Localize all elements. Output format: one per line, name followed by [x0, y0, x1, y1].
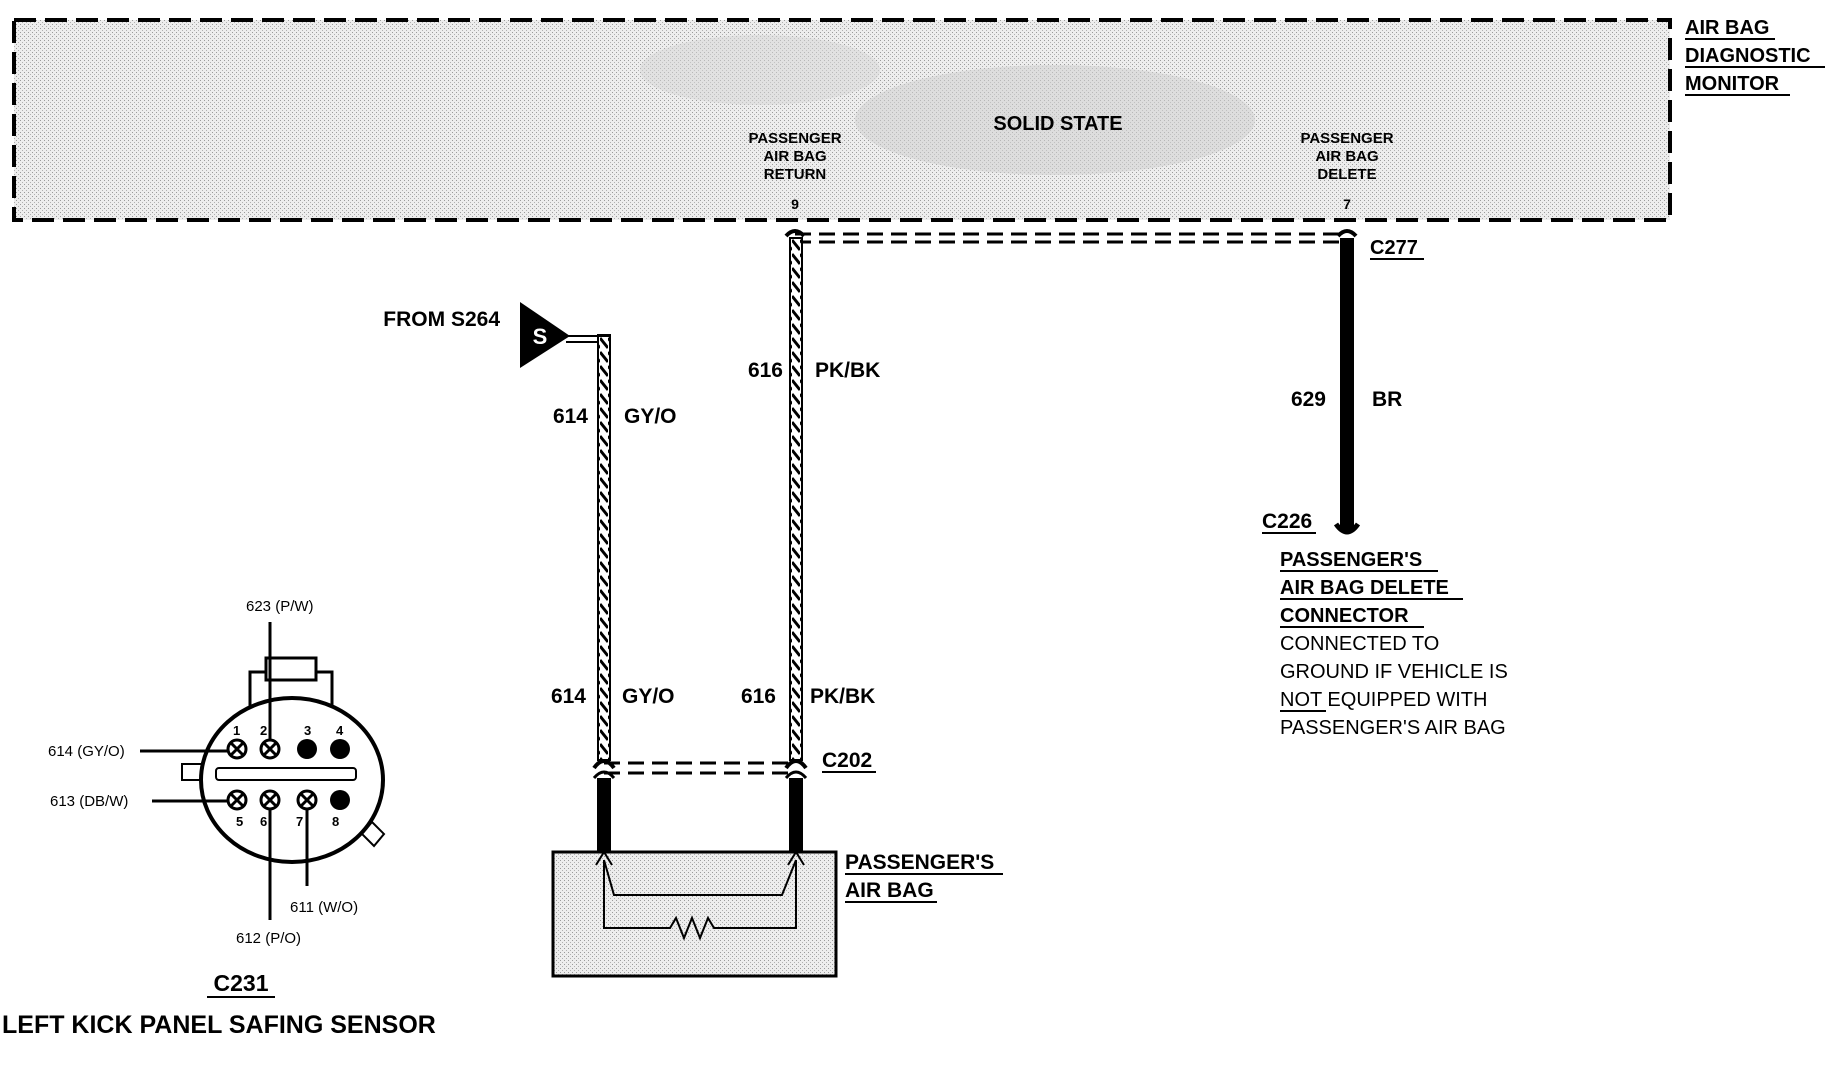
sensor-tab-left [181, 763, 203, 781]
module-shadow [640, 35, 880, 105]
c277-connector: C277 [784, 229, 1424, 260]
sensor-pin-number-6: 6 [260, 814, 267, 829]
sensor-pin-8 [330, 790, 350, 810]
delete-connector-note: PASSENGER'S AIR BAG DELETE CONNECTOR CON… [1280, 549, 1508, 739]
c277-terminal-return [784, 229, 806, 238]
delete-connector-title-2: AIR BAG DELETE [1280, 577, 1449, 599]
module-name-line-2: DIAGNOSTIC [1685, 45, 1811, 67]
pin-delete-label-2: AIR BAG [1315, 148, 1378, 165]
splice-label: FROM S264 [383, 308, 500, 331]
sensor-pin-6 [259, 789, 281, 811]
callout-613: 613 (DB/W) [50, 793, 128, 810]
delete-connector-title-3: CONNECTOR [1280, 605, 1409, 627]
c202-terminal-616 [784, 770, 808, 780]
pin-delete-label-1: PASSENGER [1300, 130, 1393, 147]
sensor-pin-3 [297, 739, 317, 759]
wire-616-circuit-bottom: 616 [741, 685, 776, 708]
module-shadow [855, 65, 1255, 175]
pin-delete-label-3: DELETE [1317, 166, 1376, 183]
delete-connector-note-2: GROUND IF VEHICLE IS [1280, 661, 1508, 683]
c231-label: C231 [214, 970, 269, 996]
sensor-pin-number-4: 4 [336, 723, 344, 738]
pin-return-label-2: AIR BAG [763, 148, 826, 165]
air-bag-lead-616 [789, 778, 803, 860]
wire-614-bend [566, 335, 611, 345]
not-emphasis: NOT [1280, 689, 1322, 711]
air-bag-label-1: PASSENGER'S [845, 851, 994, 874]
sensor-pin-5 [226, 789, 248, 811]
pin-return: PASSENGER AIR BAG RETURN 9 [748, 130, 841, 212]
safing-sensor: 1 2 3 4 5 6 7 8 623 (P/W) 614 (GY/O) 613… [2, 598, 436, 1039]
c277-label: C277 [1370, 237, 1418, 259]
module-boundary [12, 18, 1672, 222]
sensor-pin-1 [226, 738, 248, 760]
callout-612: 612 (P/O) [236, 930, 301, 947]
delete-connector-note-3: NOT EQUIPPED WITH [1280, 689, 1487, 711]
c202-terminal-614 [592, 759, 616, 770]
wire-616-color-top: PK/BK [815, 359, 880, 382]
sensor-pin-number-7: 7 [296, 814, 303, 829]
wire-614-segment [597, 334, 611, 761]
wire-629-color: BR [1372, 388, 1402, 411]
wire-616-segment [789, 237, 803, 761]
wire-629: 629 BR C226 [1262, 238, 1402, 535]
sensor-pin-2 [259, 738, 281, 760]
air-bag-terminal [595, 850, 613, 866]
sensor-pin-4 [330, 739, 350, 759]
callout-623: 623 (P/W) [246, 598, 314, 615]
note-3-rest: EQUIPPED WITH [1322, 689, 1488, 711]
sensor-pin-7 [296, 789, 318, 811]
sensor-pin-number-3: 3 [304, 723, 311, 738]
c202-label: C202 [822, 749, 872, 772]
c202-terminal-616 [784, 759, 808, 770]
air-bag-body [551, 850, 838, 978]
delete-connector-title-1: PASSENGER'S [1280, 549, 1422, 571]
diagnostic-monitor-module: AIR BAG DIAGNOSTIC MONITOR SOLID STATE P… [12, 17, 1825, 222]
sensor-pin-number-2: 2 [260, 723, 267, 738]
pin-delete-number: 7 [1343, 196, 1351, 212]
pin-delete: PASSENGER AIR BAG DELETE 7 [1300, 130, 1393, 212]
callout-614: 614 (GY/O) [48, 743, 125, 760]
pin-return-label-1: PASSENGER [748, 130, 841, 147]
c202-connector: C202 [592, 749, 876, 780]
passenger-air-bag: PASSENGER'S AIR BAG [551, 850, 1003, 978]
splice-symbol: S [533, 324, 548, 349]
air-bag-lead-614 [597, 778, 611, 860]
sensor-pin-number-8: 8 [332, 814, 339, 829]
wire-616-color-bottom: PK/BK [810, 685, 875, 708]
pin-return-number: 9 [791, 196, 799, 212]
module-name-line-3: MONITOR [1685, 73, 1780, 95]
delete-connector-note-1: CONNECTED TO [1280, 633, 1439, 655]
air-bag-inner-circuit [603, 859, 797, 896]
solid-state-label: SOLID STATE [993, 113, 1122, 135]
wire-614-circuit-bottom: 614 [551, 685, 586, 708]
c202-terminal-614 [592, 770, 616, 780]
wire-614-circuit-top: 614 [553, 405, 588, 428]
c226-terminal [1333, 522, 1361, 535]
c226-label: C226 [1262, 510, 1312, 533]
wire-614-color-top: GY/O [624, 405, 677, 428]
wire-614-color-bottom: GY/O [622, 685, 675, 708]
splice-triangle [520, 302, 570, 368]
sensor-latch-top [264, 656, 318, 682]
resistor-icon [603, 860, 797, 941]
air-bag-label-2: AIR BAG [845, 879, 934, 902]
wire-614: 614 GY/O 614 GY/O [551, 334, 677, 761]
wire-616-circuit-top: 616 [748, 359, 783, 382]
callout-611: 611 (W/O) [290, 899, 358, 916]
pin-return-label-3: RETURN [764, 166, 827, 183]
wire-629-circuit: 629 [1291, 388, 1326, 411]
wire-616: 616 PK/BK 616 PK/BK [741, 237, 880, 761]
splice-s264: S FROM S264 [383, 302, 570, 368]
wire-629-segment [1340, 238, 1354, 530]
sensor-pin-number-1: 1 [233, 723, 240, 738]
sensor-key-bar [215, 767, 357, 781]
sensor-pin-number-5: 5 [236, 814, 243, 829]
module-name-line-1: AIR BAG [1685, 17, 1769, 39]
delete-connector-note-4: PASSENGER'S AIR BAG [1280, 717, 1506, 739]
air-bag-terminal [787, 850, 805, 866]
sensor-title: LEFT KICK PANEL SAFING SENSOR [2, 1011, 436, 1039]
c277-terminal-delete [1336, 229, 1358, 238]
